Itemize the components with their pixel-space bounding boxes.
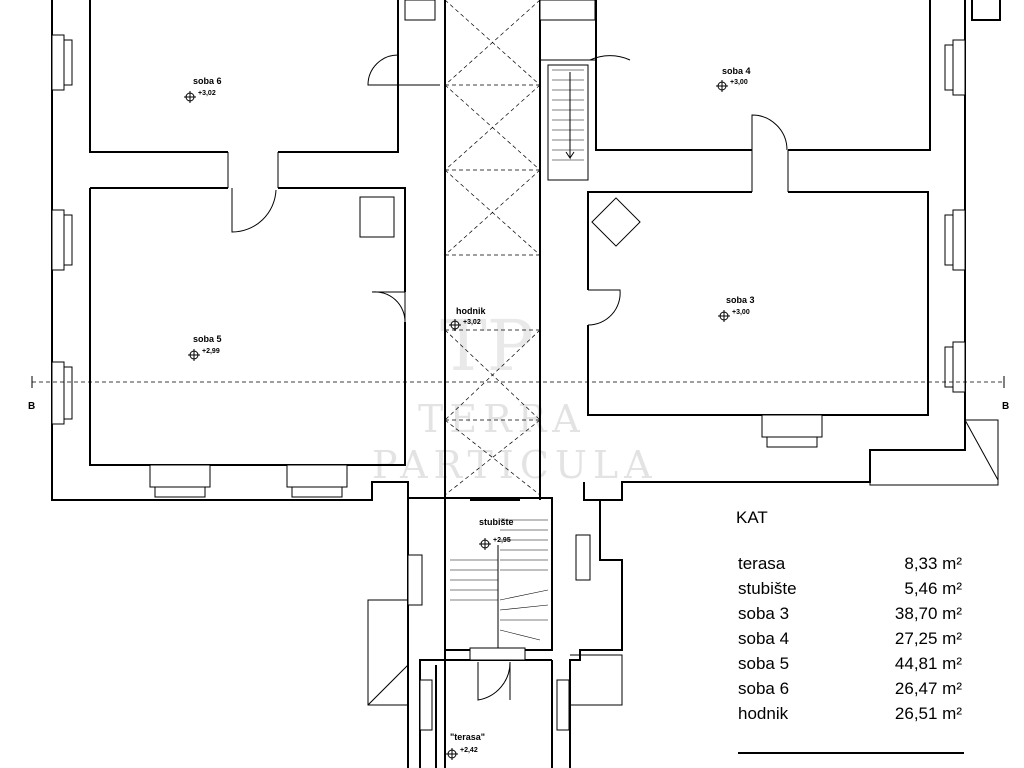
room-label-terasa: "terasa" (450, 732, 485, 742)
area-row: soba 4 27,25 m² (736, 626, 968, 651)
room-label-soba-6: soba 6 (193, 76, 222, 86)
room-level-soba-3: +3,00 (732, 309, 750, 316)
section-line-b: B B (28, 376, 1009, 412)
room-label-soba-4: soba 4 (722, 66, 751, 76)
area-row-value: 27,25 m² (894, 629, 962, 648)
level-marker-icon (184, 91, 196, 103)
watermark-line1: TERRA (418, 397, 586, 441)
room-level-soba-6: +3,02 (198, 90, 216, 97)
section-mark-left: B (28, 401, 35, 412)
area-row: soba 6 26,47 m² (736, 676, 968, 701)
room-level-soba-4: +3,00 (730, 79, 748, 86)
level-marker-icon (188, 349, 200, 361)
area-table: KAT terasa 8,33 m² stubište 5,46 m² soba 3… (736, 508, 968, 754)
area-row-name: terasa (738, 554, 786, 573)
balconies (367, 419, 999, 706)
area-row-name: soba 4 (738, 629, 790, 648)
area-row-name: soba 6 (738, 679, 790, 698)
area-row-value: 5,46 m² (904, 579, 962, 598)
room-label-soba-3: soba 3 (726, 295, 755, 305)
room-soba-3 (587, 191, 929, 416)
room-level-stubiste: +2,95 (493, 537, 511, 544)
area-row: soba 3 38,70 m² (736, 601, 968, 626)
level-marker-icon (718, 310, 730, 322)
room-label-soba-5: soba 5 (193, 334, 222, 344)
watermark: TP TERRA PARTICULA (372, 305, 658, 487)
area-row-name: soba 3 (738, 604, 790, 623)
doors (227, 54, 789, 701)
room-labels: soba 6 +3,02 soba 4 +3,00 soba 5 +2,99 h… (184, 66, 755, 760)
area-row-name: hodnik (738, 704, 789, 723)
windows (51, 0, 966, 731)
area-row-value: 38,70 m² (894, 604, 962, 623)
area-table-title: KAT (736, 508, 768, 527)
internal-stair (547, 64, 589, 181)
room-level-hodnik: +3,02 (463, 319, 481, 326)
room-soba-5 (89, 187, 406, 466)
level-marker-icon (449, 319, 461, 331)
room-label-hodnik: hodnik (456, 306, 486, 316)
room-label-stubiste: stubište (479, 517, 514, 527)
area-row-name: soba 5 (738, 654, 790, 673)
section-mark-right: B (1002, 401, 1009, 412)
watermark-logo: TP (440, 305, 534, 387)
room-soba-6 (89, 0, 440, 153)
table-divider (738, 752, 964, 754)
area-row: stubište 5,46 m² (736, 576, 968, 601)
area-row-value: 8,33 m² (904, 554, 962, 573)
room-level-soba-5: +2,99 (202, 348, 220, 355)
level-marker-icon (479, 538, 491, 550)
watermark-line2: PARTICULA (372, 443, 658, 487)
area-row-value: 26,51 m² (894, 704, 962, 723)
room-level-terasa: +2,42 (460, 747, 478, 754)
level-marker-icon (446, 748, 458, 760)
room-hodnik (444, 0, 541, 501)
level-marker-icon (716, 80, 728, 92)
area-row-value: 44,81 m² (894, 654, 962, 673)
area-row: terasa 8,33 m² (736, 551, 968, 576)
area-row: soba 5 44,81 m² (736, 651, 968, 676)
area-row: hodnik 26,51 m² (736, 701, 968, 726)
room-stubiste (444, 497, 553, 661)
area-row-value: 26,47 m² (894, 679, 962, 698)
area-row-name: stubište (738, 579, 797, 598)
